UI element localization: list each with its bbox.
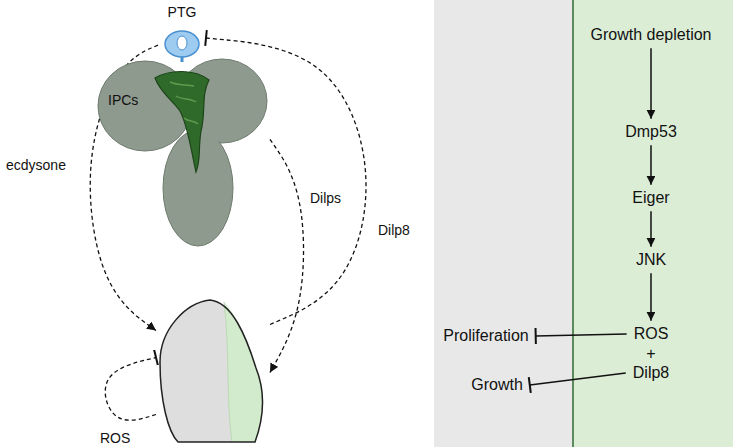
step-text: Dilp8	[633, 364, 669, 382]
shape-part	[224, 302, 232, 442]
pathway-step: JNK	[633, 250, 669, 270]
shape-part	[170, 82, 198, 124]
pathway-step: ROS	[631, 324, 672, 344]
shape-part	[224, 302, 262, 442]
signal-connector	[650, 145, 652, 185]
signal-connector	[536, 334, 627, 336]
signal-label: ecdysone	[4, 157, 68, 173]
shape-part	[165, 31, 199, 57]
signal-connector	[530, 373, 626, 385]
shape-label: PTG	[168, 4, 197, 20]
green-panel	[573, 0, 733, 447]
step-text: Growth	[471, 376, 523, 394]
shape-label: IPCs	[108, 92, 138, 108]
shape-part	[177, 36, 187, 50]
pathway-step: Dmp53	[622, 122, 680, 142]
signal-connector	[650, 211, 652, 247]
signal-connector	[650, 48, 652, 119]
signal-label: Dilp8	[376, 222, 412, 238]
pathway-step: Eiger	[629, 188, 672, 208]
step-text: Growth depletion	[591, 26, 712, 44]
shape-part	[160, 300, 262, 442]
signal-connector	[650, 273, 652, 321]
node-shape	[156, 296, 270, 446]
signal-connector	[270, 139, 304, 372]
grey-panel	[434, 0, 573, 447]
pathway-step: Dilp8	[630, 363, 672, 383]
shape-part	[155, 71, 209, 172]
signal-connector	[105, 358, 156, 421]
gland-node: PTG	[158, 2, 206, 62]
step-text: Dmp53	[625, 123, 677, 141]
step-text: JNK	[636, 251, 666, 269]
pathway-step: Growth depletion	[588, 25, 715, 45]
step-text: Proliferation	[443, 327, 528, 345]
step-text: Eiger	[632, 189, 669, 207]
node-shape	[96, 56, 270, 250]
disc-node	[156, 296, 270, 446]
shape-part	[160, 300, 262, 442]
outcome-text: Growth	[468, 375, 526, 395]
signal-label: Dilps	[308, 190, 343, 206]
outcome-text: Proliferation	[440, 326, 531, 346]
plus-sign: +	[646, 346, 655, 362]
brain-node: IPCs	[96, 56, 270, 250]
step-text: ROS	[634, 325, 669, 343]
signal-label: ROS	[98, 430, 132, 446]
